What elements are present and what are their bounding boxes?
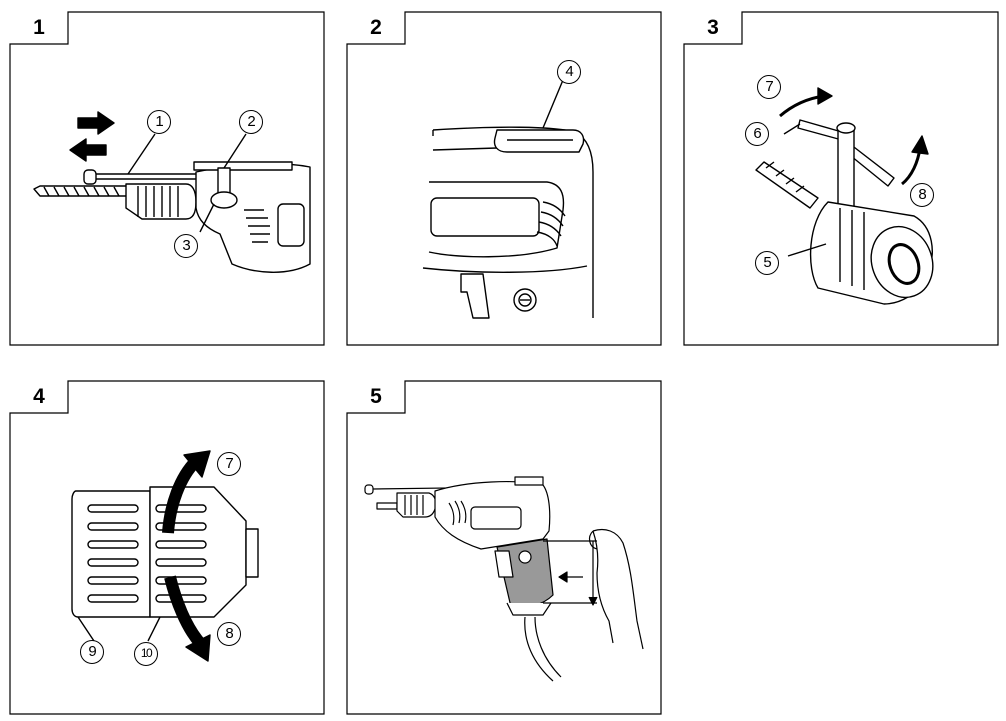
figure-4: 4 7 8 9 10 xyxy=(9,380,325,715)
callout-label: 6 xyxy=(745,122,769,146)
figure-5: 5 xyxy=(346,380,662,715)
callout-label: 7 xyxy=(757,75,781,99)
figure-5-frame-and-drawing xyxy=(346,380,662,715)
drill-side-view-illustration xyxy=(33,111,311,273)
figure-1-frame-and-drawing xyxy=(9,11,325,346)
figure-1: 1 1 2 3 xyxy=(9,11,325,346)
figure-3-frame-and-drawing xyxy=(683,11,999,346)
figure-2-frame-and-drawing xyxy=(346,11,662,346)
figure-2: 2 4 xyxy=(346,11,662,346)
callout-label: 2 xyxy=(239,110,263,134)
keyless-chuck-illustration xyxy=(71,450,259,662)
chuck-key-illustration xyxy=(755,87,934,305)
callout-label: 10 xyxy=(134,642,158,666)
drill-grip-illustration xyxy=(364,476,644,682)
figure-number: 3 xyxy=(707,16,719,39)
callout-label: 7 xyxy=(217,452,241,476)
callout-label: 9 xyxy=(80,640,104,664)
figure-4-frame-and-drawing xyxy=(9,380,325,715)
figure-3: 3 7 6 8 5 xyxy=(683,11,999,346)
callout-label: 8 xyxy=(217,622,241,646)
callout-label: 3 xyxy=(174,234,198,258)
drill-top-hook-illustration xyxy=(422,79,594,319)
callout-label: 5 xyxy=(755,251,779,275)
callout-label: 4 xyxy=(557,60,581,84)
figure-number: 4 xyxy=(33,385,45,408)
callout-label: 1 xyxy=(147,110,171,134)
figure-number: 5 xyxy=(370,385,382,408)
figure-number: 1 xyxy=(33,16,45,39)
callout-label: 8 xyxy=(910,183,934,207)
figure-number: 2 xyxy=(370,16,382,39)
